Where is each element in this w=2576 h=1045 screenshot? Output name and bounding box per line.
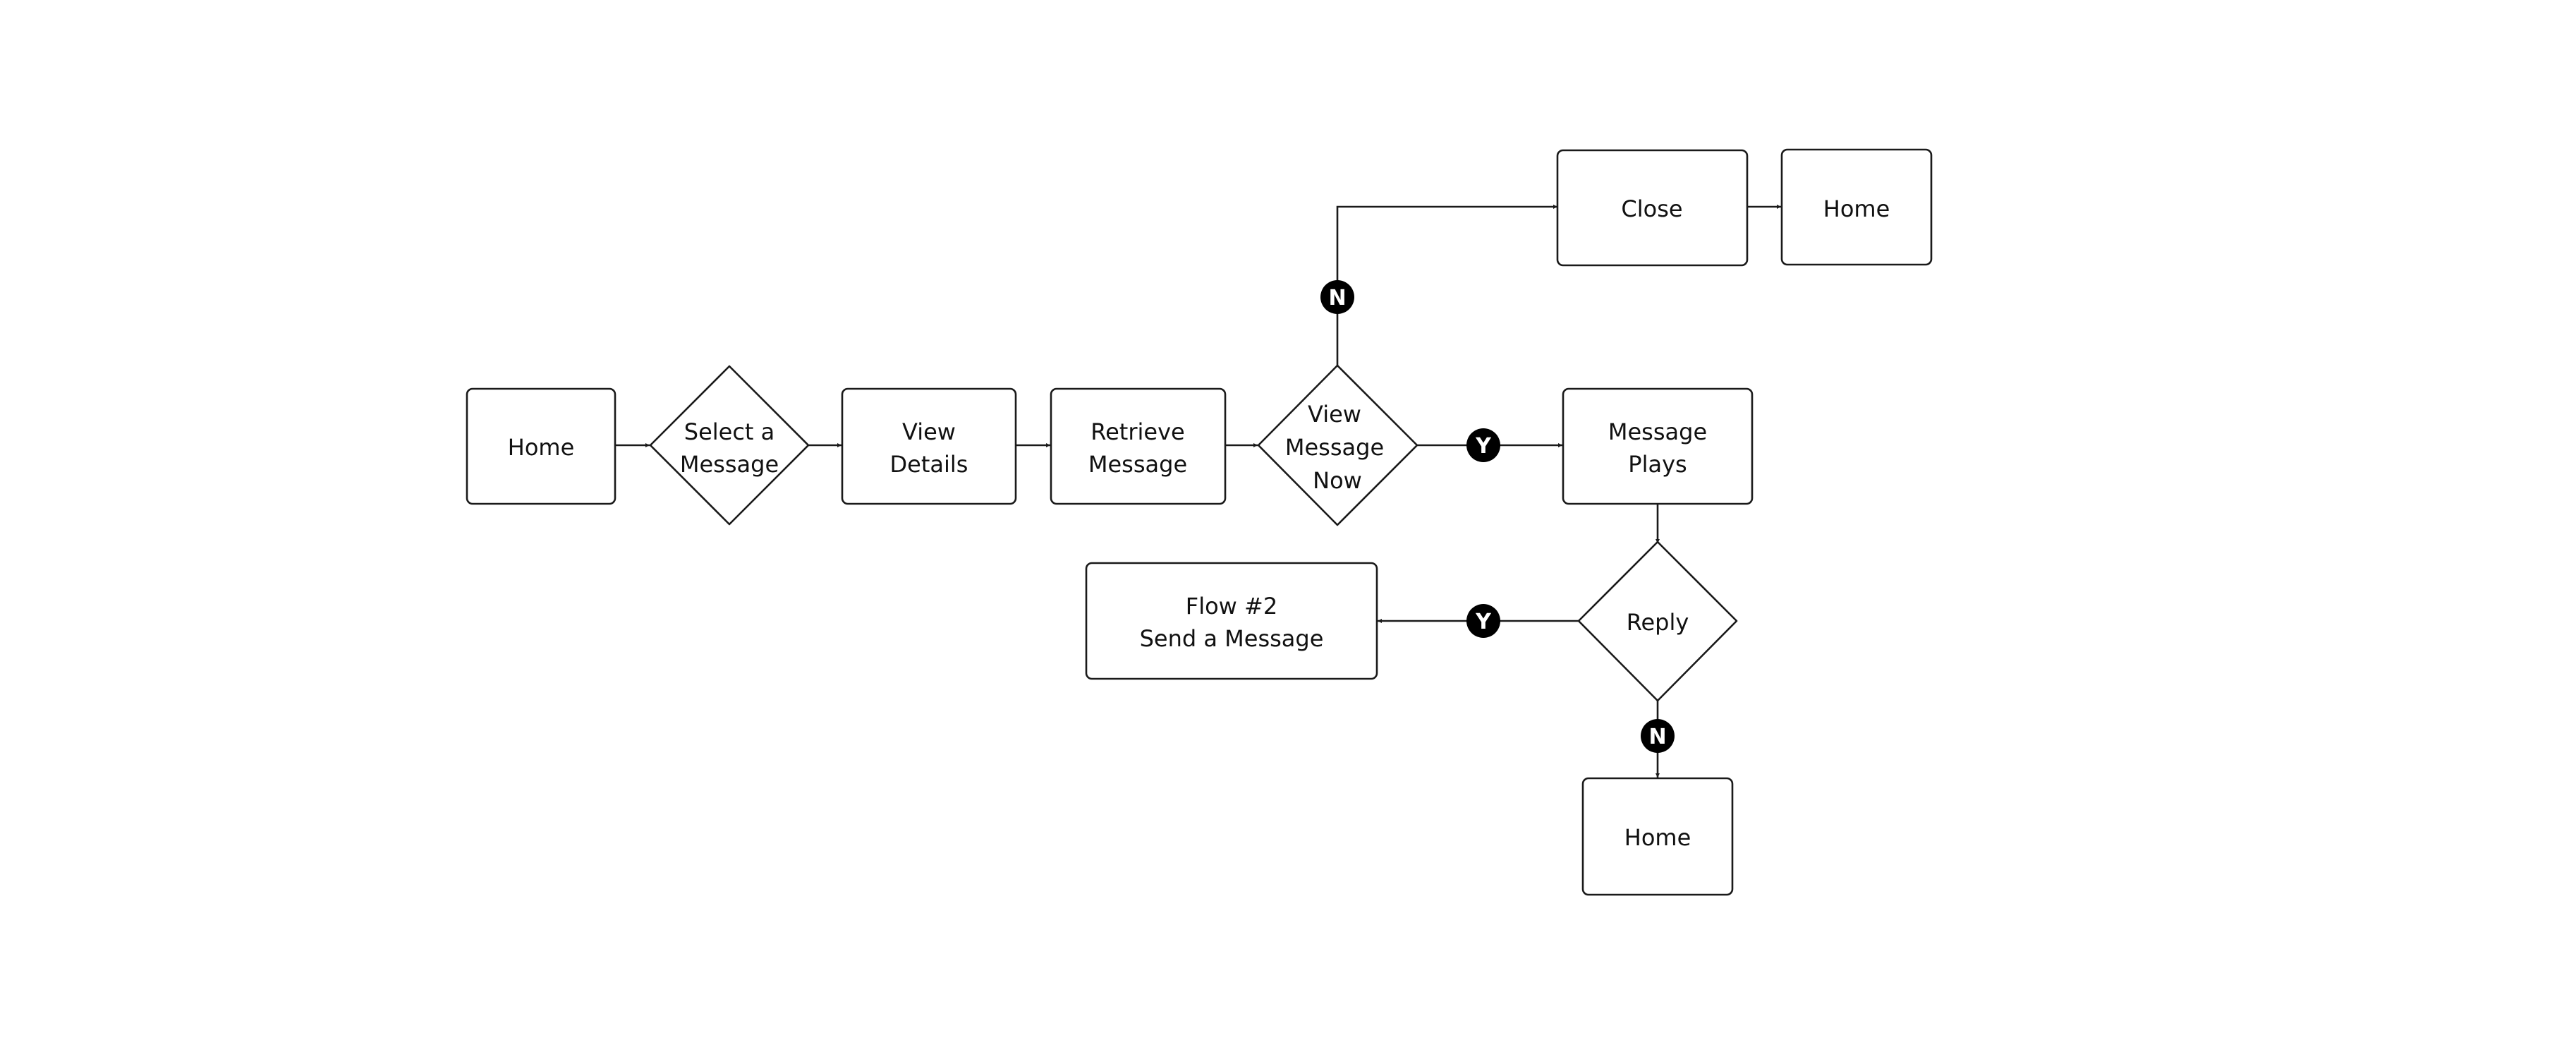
node-home-start-label: Home [508,434,575,461]
node-retrieve-message[interactable]: Retrieve Message [1050,387,1227,505]
node-select-message-label-line1: Select a [684,418,775,445]
node-home-end[interactable]: Home [1581,777,1734,896]
node-retrieve-message-label-line1: Retrieve [1090,418,1184,445]
node-retrieve-message-label-line2: Message [1088,451,1187,478]
node-flow2-label-line2: Send a Message [1140,625,1324,652]
node-view-message-now-label-line1: View [1308,401,1361,428]
node-view-details[interactable]: View Details [841,387,1017,505]
badge-view-now-no: N [1320,280,1354,314]
node-home-start[interactable]: Home [466,387,616,505]
node-reply-label: Reply [1627,609,1689,636]
badge-view-now-yes: Y [1466,428,1500,462]
node-home-end-label: Home [1624,824,1691,851]
badge-view-now-yes-text: Y [1475,434,1492,459]
node-view-message-now-label-line2: Message [1285,434,1384,461]
badge-view-now-no-text: N [1328,286,1346,310]
node-home-after-close[interactable]: Home [1780,148,1933,266]
badge-reply-no: N [1641,719,1675,753]
node-close[interactable]: Close [1556,149,1749,267]
edge-view-now-no-to-close [1336,205,1557,366]
node-view-message-now-label-line3: Now [1313,467,1362,494]
node-message-plays[interactable]: Message Plays [1562,387,1754,505]
node-flow2-label-line1: Flow #2 [1186,593,1277,620]
node-flow2[interactable]: Flow #2 Send a Message [1085,562,1378,680]
node-select-message[interactable]: Select a Message [649,365,810,526]
node-view-details-label-line2: Details [890,451,968,478]
badge-reply-no-text: N [1648,725,1666,749]
node-close-label: Close [1621,195,1682,222]
node-message-plays-label-line1: Message [1608,418,1707,445]
node-reply[interactable]: Reply [1577,540,1738,702]
node-message-plays-label-line2: Plays [1628,451,1687,478]
node-select-message-label-line2: Message [680,451,779,478]
node-home-after-close-label: Home [1823,195,1890,222]
node-view-message-now[interactable]: View Message Now [1257,364,1418,526]
badge-reply-yes: Y [1466,604,1500,638]
badge-reply-yes-text: Y [1475,610,1492,634]
node-view-details-label-line1: View [902,418,956,445]
